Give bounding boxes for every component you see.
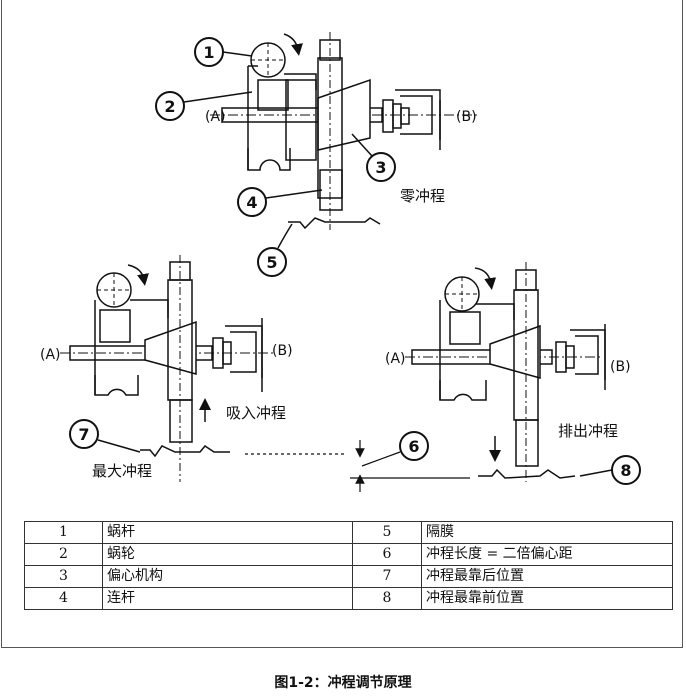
legend-number: 5: [352, 521, 422, 544]
axis-b-right: (B): [610, 359, 631, 375]
callout-8: 8: [620, 461, 631, 480]
legend-row: 4 连杆 8 冲程最靠前位置: [24, 587, 673, 610]
legend-row: 1 蜗杆 5 隔膜: [24, 521, 673, 544]
legend-number: 7: [352, 565, 422, 588]
callout-1: 1: [203, 43, 214, 62]
legend-number: 6: [352, 543, 422, 566]
callout-6: 6: [408, 437, 419, 456]
label-max-stroke: 最大冲程: [92, 462, 152, 480]
axis-b-top: (B): [456, 109, 477, 125]
mechanism-discharge-stroke: [405, 262, 606, 482]
label-zero-stroke: 零冲程: [400, 187, 445, 205]
legend-text: 蜗杆: [102, 521, 353, 544]
legend-table: 1 蜗杆 5 隔膜 2 蜗轮 6 冲程长度 = 二倍偏心距 3 偏心机构 7 冲…: [24, 521, 673, 610]
legend-number: 1: [24, 521, 103, 544]
legend-number: 2: [24, 543, 103, 566]
callout-7: 7: [78, 425, 89, 444]
legend-text: 蜗轮: [102, 543, 353, 566]
axis-b-left: (B): [272, 343, 293, 359]
stroke-length-dimension: [245, 440, 470, 492]
legend-text: 冲程最靠后位置: [421, 565, 673, 588]
legend-text: 连杆: [102, 587, 353, 610]
callout-3: 3: [375, 158, 386, 177]
legend-number: 8: [352, 587, 422, 610]
legend-text: 偏心机构: [102, 565, 353, 588]
legend-text: 冲程最靠前位置: [421, 587, 673, 610]
figure-frame: [1, 0, 683, 648]
mechanism-zero-stroke: [210, 32, 480, 230]
legend-number: 4: [24, 587, 103, 610]
legend-number: 3: [24, 565, 103, 588]
legend-text: 冲程长度 = 二倍偏心距: [421, 543, 673, 566]
callout-4: 4: [246, 193, 257, 212]
mechanism-suction-stroke: [60, 255, 275, 482]
callout-2: 2: [164, 97, 175, 116]
legend-text: 隔膜: [421, 521, 673, 544]
axis-a-left: (A): [40, 347, 61, 363]
stroke-adjustment-diagram: 1 2 3 4 5 (A) (B) 零冲程 7 (A) (B) 吸入冲程: [40, 32, 641, 492]
label-discharge-stroke: 排出冲程: [558, 422, 618, 440]
axis-a-top: (A): [205, 109, 226, 125]
label-suction-stroke: 吸入冲程: [226, 404, 286, 422]
callout-5: 5: [266, 253, 277, 272]
figure-caption: 图1-2：冲程调节原理: [274, 675, 412, 691]
axis-a-right: (A): [385, 351, 406, 367]
legend-row: 3 偏心机构 7 冲程最靠后位置: [24, 565, 673, 588]
legend-row: 2 蜗轮 6 冲程长度 = 二倍偏心距: [24, 543, 673, 566]
